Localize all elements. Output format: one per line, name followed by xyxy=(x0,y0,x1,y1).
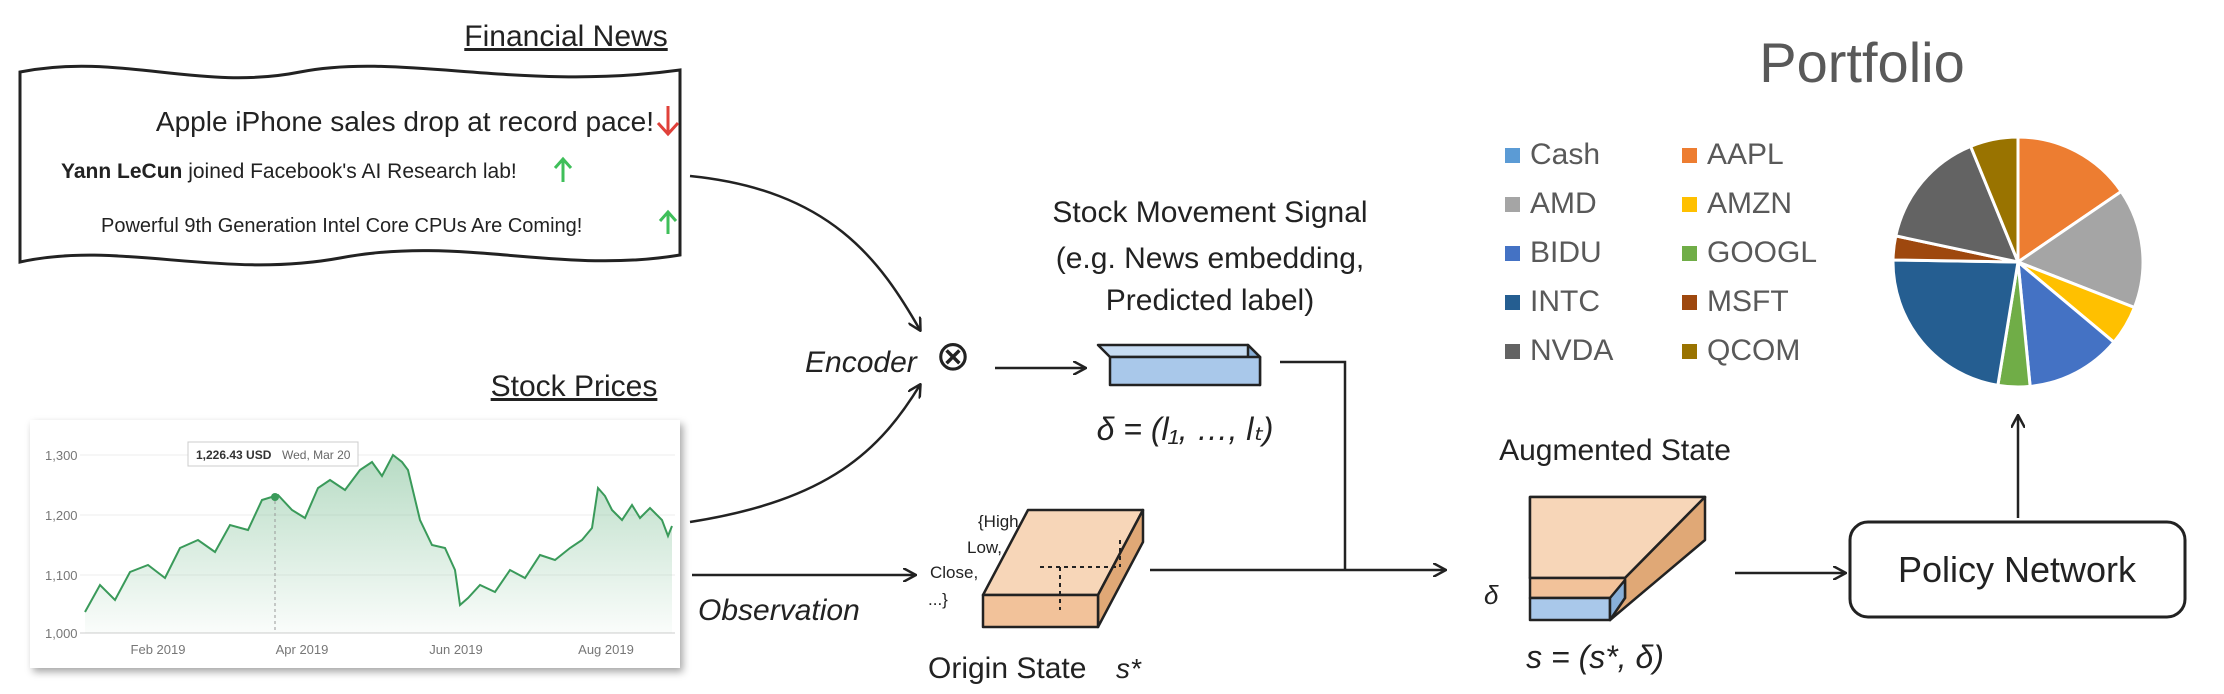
origin-field-close: Close, xyxy=(930,563,978,582)
policy-network-box xyxy=(1848,520,2187,619)
pie-slice-bidu xyxy=(2016,258,2117,389)
origin-state-box xyxy=(981,508,1145,629)
x-tick: Feb 2019 xyxy=(131,642,186,657)
y-tick: 1,000 xyxy=(45,626,78,641)
stock-tooltip xyxy=(187,441,359,467)
legend-swatch xyxy=(1505,344,1520,359)
legend-swatch xyxy=(1505,295,1520,310)
delta-equation: δ = (l₁, …, lₜ) xyxy=(1097,411,1274,447)
news-heading: Financial News xyxy=(464,20,667,53)
origin-field-low: Low, xyxy=(967,538,1002,557)
x-tick: Aug 2019 xyxy=(578,642,634,657)
legend-swatch xyxy=(1682,197,1697,212)
x-tick: Apr 2019 xyxy=(276,642,329,657)
origin-state-label: Origin State xyxy=(928,652,1086,685)
stock-line xyxy=(84,453,673,613)
legend-label: AAPL xyxy=(1707,138,1784,171)
legend-label: AMD xyxy=(1530,187,1597,220)
arrow-down-icon xyxy=(656,106,680,137)
pie-slice-intc xyxy=(1891,258,2020,388)
pie-slice-aapl xyxy=(2016,135,2124,265)
stock-hover-dot xyxy=(271,493,279,501)
signal-box xyxy=(1096,343,1262,387)
y-tick: 1,200 xyxy=(45,508,78,523)
augmented-delta: δ xyxy=(1484,580,1499,610)
legend-label: AMZN xyxy=(1707,187,1792,220)
legend-swatch xyxy=(1682,295,1697,310)
news-headline-2-name: Yann LeCun xyxy=(61,160,182,183)
pie-slice-nvda xyxy=(1893,144,2021,265)
signal-title-2: (e.g. News embedding, xyxy=(1056,242,1365,275)
stock-area xyxy=(85,455,672,633)
legend-swatch xyxy=(1505,246,1520,261)
portfolio-pie xyxy=(1891,135,2145,389)
news-headline-2-rest: joined Facebook's AI Research lab! xyxy=(182,160,516,183)
arrow-up-icon xyxy=(658,209,678,234)
legend-swatch xyxy=(1682,246,1697,261)
y-tick: 1,300 xyxy=(45,448,78,463)
arrow-up-icon xyxy=(553,156,573,182)
signal-title-1: Stock Movement Signal xyxy=(1052,196,1367,229)
policy-network-label: Policy Network xyxy=(1898,549,2137,590)
legend-label: NVDA xyxy=(1530,334,1613,367)
stock-to-encoder-arrow xyxy=(689,385,920,524)
news-wavy-frame xyxy=(18,64,682,267)
legend-label: QCOM xyxy=(1707,334,1800,367)
stock-heading: Stock Prices xyxy=(491,370,658,403)
otimes-icon: ⊗ xyxy=(935,332,970,379)
legend-label: MSFT xyxy=(1707,285,1789,318)
origin-field-high: {High, xyxy=(978,512,1023,531)
origin-state-symbol: s* xyxy=(1116,653,1142,684)
news-headline-2: Yann LeCun joined Facebook's AI Research… xyxy=(61,160,517,183)
encoder-label: Encoder xyxy=(805,346,918,379)
y-tick: 1,100 xyxy=(45,568,78,583)
pie-slice-amd xyxy=(2014,189,2145,310)
legend-label: GOOGL xyxy=(1707,236,1817,269)
x-tick: Jun 2019 xyxy=(429,642,483,657)
legend-swatch xyxy=(1505,148,1520,163)
legend-swatch xyxy=(1682,148,1697,163)
legend-label: Cash xyxy=(1530,138,1600,171)
legend-swatch xyxy=(1682,344,1697,359)
pie-slice-qcom xyxy=(1968,135,2020,263)
legend-label: BIDU xyxy=(1530,236,1602,269)
stock-tooltip-value: 1,226.43 USD xyxy=(196,448,272,462)
legend-label: INTC xyxy=(1530,285,1600,318)
origin-field-more: ...} xyxy=(928,590,948,609)
news-headline-3: Powerful 9th Generation Intel Core CPUs … xyxy=(101,215,582,237)
news-headline-1: Apple iPhone sales drop at record pace! xyxy=(156,106,654,137)
signal-to-augmented-connector xyxy=(1280,360,1347,570)
stock-chart: 1,300 1,200 1,100 1,000 Feb 2019 Apr 201… xyxy=(45,441,675,657)
portfolio-title: Portfolio xyxy=(1759,31,1964,94)
signal-title-3: Predicted label) xyxy=(1106,284,1314,317)
news-to-encoder-arrow xyxy=(689,174,920,330)
observation-label: Observation xyxy=(698,594,860,627)
state-equation: s = (s*, δ) xyxy=(1526,639,1664,675)
stock-tooltip-date: Wed, Mar 20 xyxy=(282,448,351,462)
portfolio-legend: Cash AAPL AMD AMZN BIDU GOOGL INTC MSFT NVDA QCOM xyxy=(1505,138,1817,367)
augmented-state-label: Augmented State xyxy=(1499,434,1731,467)
augmented-state-box xyxy=(1528,495,1707,622)
legend-swatch xyxy=(1505,197,1520,212)
